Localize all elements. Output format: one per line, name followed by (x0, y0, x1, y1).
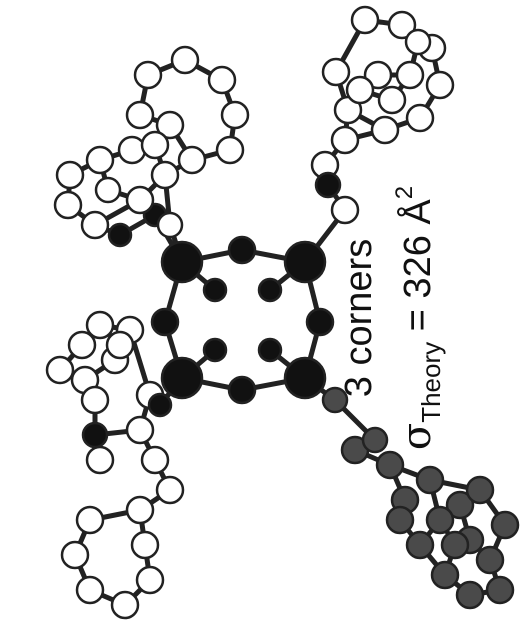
grey-atom-br12 (405, 530, 435, 560)
grey-atom-br3 (375, 450, 405, 480)
black-atom-i3 (257, 337, 283, 363)
sigma-symbol: σ (394, 422, 440, 451)
open-atom-bl1 (67, 330, 97, 360)
open-atom-tr17 (404, 28, 432, 56)
open-atom-tr5 (405, 103, 435, 133)
open-atom-tl9 (117, 135, 147, 165)
black-atom-m41 (150, 307, 180, 337)
open-atom-bl16 (75, 575, 105, 605)
open-atom-bl21 (105, 330, 135, 360)
open-atom-tl8 (125, 100, 155, 130)
open-atom-tr11 (377, 85, 407, 115)
open-atom-tl7 (155, 110, 185, 140)
open-atom-tr2 (387, 10, 417, 40)
grey-atom-br14 (455, 580, 485, 610)
black-atom-c4 (160, 356, 204, 400)
black-atom-i2 (257, 277, 283, 303)
grey-atom-br16 (385, 505, 415, 535)
grey-atom-br9 (490, 510, 520, 540)
open-atom-tl1 (133, 60, 163, 90)
black-atom-m34 (227, 375, 257, 405)
open-atom-tl2 (170, 45, 200, 75)
open-atom-tl11 (55, 160, 85, 190)
grey-atom-br13 (430, 560, 460, 590)
grey-atom-br5 (415, 465, 445, 495)
sigma-subscript: Theory (416, 341, 446, 423)
black-atom-i4 (202, 337, 228, 363)
black-atom-b1 (107, 222, 133, 248)
open-atom-tl12 (53, 190, 83, 220)
corners-label: 3 corners (338, 238, 380, 398)
black-atom-c3 (283, 356, 327, 400)
open-atom-bl8 (125, 415, 155, 445)
black-atom-bl20 (147, 392, 173, 418)
open-atom-tl17 (156, 211, 184, 239)
open-atom-tl6 (177, 145, 207, 175)
cross-section-label: σTheory = 326 Å2 (382, 186, 454, 450)
grey-atom-br17 (440, 530, 470, 560)
grey-atom-br8 (475, 545, 505, 575)
atom-layer (45, 5, 520, 620)
grey-atom-br18 (361, 426, 389, 454)
open-atom-tl3 (207, 65, 237, 95)
grey-atom-br1 (321, 386, 349, 414)
open-atom-tr15 (330, 195, 360, 225)
open-atom-tl4 (220, 100, 250, 130)
black-atom-c2 (283, 240, 327, 284)
open-atom-bl15 (60, 540, 90, 570)
open-atom-bl12 (155, 475, 185, 505)
open-atom-bl14 (75, 505, 105, 535)
open-atom-tr9 (363, 60, 393, 90)
open-atom-tl16 (140, 130, 170, 160)
open-atom-tl18 (94, 176, 122, 204)
open-atom-tl14 (125, 185, 155, 215)
open-atom-bl18 (135, 565, 165, 595)
open-atom-bl6 (45, 355, 75, 385)
open-atom-bl19 (130, 530, 160, 560)
open-atom-bl2 (85, 310, 115, 340)
cross-section-exponent: 2 (391, 185, 418, 200)
grey-atom-br10 (465, 475, 495, 505)
open-atom-tl10 (85, 145, 115, 175)
rotated-caption: 3 corners σTheory = 326 Å2 (336, 186, 454, 450)
open-atom-tl15 (150, 160, 180, 190)
open-atom-tr1 (350, 5, 380, 35)
cross-section-value: = 326 Å (397, 199, 439, 342)
grey-atom-br15 (485, 575, 515, 605)
open-atom-tr13 (330, 125, 360, 155)
open-atom-tr4 (425, 70, 455, 100)
grey-atom-br6 (445, 490, 475, 520)
black-atom-m23 (305, 307, 335, 337)
open-atom-tr12 (345, 75, 375, 105)
black-atom-i1 (202, 277, 228, 303)
open-atom-tl5 (215, 135, 245, 165)
open-atom-bl22 (80, 385, 110, 415)
open-atom-bl17 (110, 590, 140, 620)
open-atom-bl10 (85, 445, 115, 475)
open-atom-bl13 (125, 495, 155, 525)
black-atom-c1 (160, 240, 204, 284)
open-atom-bl11 (140, 445, 170, 475)
black-atom-m12 (227, 235, 257, 265)
open-atom-tl13 (80, 210, 110, 240)
black-atom-tr16 (314, 171, 342, 199)
grey-atom-br11 (425, 505, 455, 535)
open-atom-tr6 (370, 115, 400, 145)
black-atom-bl9 (81, 421, 109, 449)
open-atom-tr10 (395, 60, 425, 90)
open-atom-tr8 (321, 57, 351, 87)
